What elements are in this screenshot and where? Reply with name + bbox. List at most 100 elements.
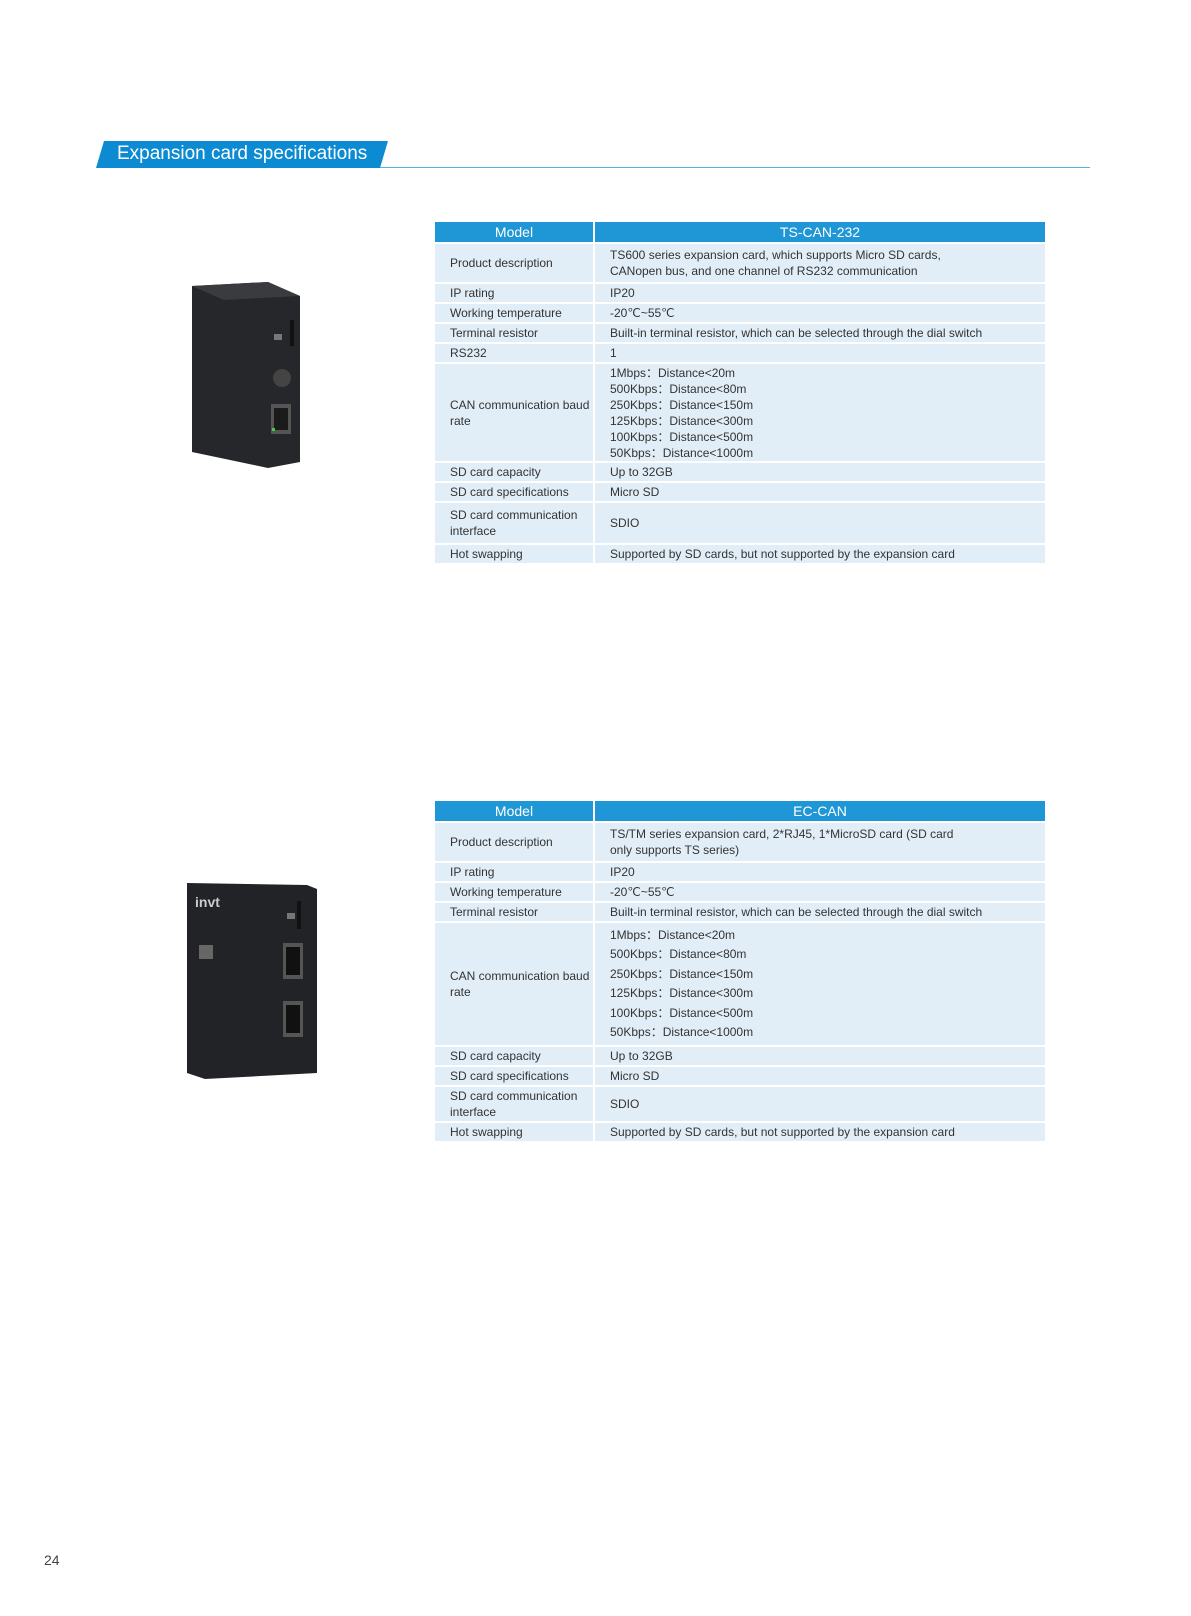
spec-key: Terminal resistor bbox=[435, 324, 595, 342]
spec-key: SD card specifications bbox=[435, 1067, 595, 1085]
spec-key: SD card communication interface bbox=[435, 503, 595, 543]
spec-value-line: 50Kbps：Distance<1000m bbox=[610, 1025, 754, 1039]
spec-value-line: TS600 series expansion card, which suppo… bbox=[610, 248, 941, 262]
spec-value: 1 bbox=[595, 344, 1045, 362]
spec-value-line: 50Kbps：Distance<1000m bbox=[610, 445, 754, 460]
spec-value: SDIO bbox=[595, 503, 1045, 543]
spec-value: IP20 bbox=[595, 284, 1045, 302]
spec-value: SDIO bbox=[595, 1087, 1045, 1121]
table-row: CAN communication baud rate 1Mbps：Distanc… bbox=[435, 923, 1045, 1045]
spec-key: RS232 bbox=[435, 344, 595, 362]
spec-value-line: CANopen bus, and one channel of RS232 co… bbox=[610, 264, 918, 278]
spec-key: Product description bbox=[435, 244, 595, 282]
spec-value-line: 1Mbps：Distance<20m bbox=[610, 927, 736, 942]
spec-value-line: Micro SD bbox=[610, 1069, 660, 1083]
spec-value: Supported by SD cards, but not supported… bbox=[595, 545, 1045, 563]
spec-key: IP rating bbox=[435, 284, 595, 302]
spec-key: SD card capacity bbox=[435, 463, 595, 481]
spec-value-line: 500Kbps：Distance<80m bbox=[610, 381, 747, 396]
spec-key: SD card specifications bbox=[435, 483, 595, 501]
header-model-name: TS-CAN-232 bbox=[595, 222, 1045, 242]
spec-value: Up to 32GB bbox=[595, 463, 1045, 481]
spec-key: CAN communication baud rate bbox=[435, 923, 595, 1045]
spec-value: TS/TM series expansion card, 2*RJ45, 1*M… bbox=[595, 823, 1045, 861]
spec-value-line: Micro SD bbox=[610, 485, 660, 499]
table-row: Product description TS600 series expansio… bbox=[435, 244, 1045, 282]
table-row: IP rating IP20 bbox=[435, 863, 1045, 881]
spec-value: Micro SD bbox=[595, 483, 1045, 501]
table-row: SD card communication interface SDIO bbox=[435, 503, 1045, 543]
spec-value-line: 125Kbps：Distance<300m bbox=[610, 413, 754, 428]
table-row: SD card specifications Micro SD bbox=[435, 483, 1045, 501]
table-row: SD card capacity Up to 32GB bbox=[435, 1047, 1045, 1065]
spec-key: Working temperature bbox=[435, 304, 595, 322]
table-row: Terminal resistor Built-in terminal resis… bbox=[435, 903, 1045, 921]
table-row: SD card communication interface SDIO bbox=[435, 1087, 1045, 1121]
spec-value-line: Supported by SD cards, but not supported… bbox=[610, 547, 955, 561]
spec-key: IP rating bbox=[435, 863, 595, 881]
spec-value: Built-in terminal resistor, which can be… bbox=[595, 324, 1045, 342]
spec-key: SD card capacity bbox=[435, 1047, 595, 1065]
spec-value-line: Supported by SD cards, but not supported… bbox=[610, 1125, 955, 1139]
spec-value: TS600 series expansion card, which suppo… bbox=[595, 244, 1045, 282]
spec-key: SD card communication interface bbox=[435, 1087, 595, 1121]
spec-value-line: IP20 bbox=[610, 865, 635, 879]
spec-value-line: only supports TS series) bbox=[610, 843, 740, 857]
spec-value-line: 1Mbps：Distance<20m bbox=[610, 365, 736, 380]
spec-value: IP20 bbox=[595, 863, 1045, 881]
spec-value: -20℃~55℃ bbox=[595, 304, 1045, 322]
table-row: SD card specifications Micro SD bbox=[435, 1067, 1045, 1085]
spec-key: Hot swapping bbox=[435, 545, 595, 563]
spec-value-line: Built-in terminal resistor, which can be… bbox=[610, 326, 983, 340]
banner-shape bbox=[96, 141, 388, 168]
spec-value-line: 250Kbps：Distance<150m bbox=[610, 397, 754, 412]
spec-value-line: Up to 32GB bbox=[610, 1049, 673, 1063]
spec-value: Up to 32GB bbox=[595, 1047, 1045, 1065]
header-model-name: EC-CAN bbox=[595, 801, 1045, 821]
invt-logo: invt bbox=[195, 894, 220, 910]
table-row: Hot swapping Supported by SD cards, but n… bbox=[435, 545, 1045, 563]
spec-value-line: -20℃~55℃ bbox=[610, 885, 675, 899]
spec-value-line: 500Kbps：Distance<80m bbox=[610, 947, 747, 961]
spec-key: CAN communication baud rate bbox=[435, 364, 595, 461]
spec-value: -20℃~55℃ bbox=[595, 883, 1045, 901]
table-row: Terminal resistor Built-in terminal resis… bbox=[435, 324, 1045, 342]
spec-key: Product description bbox=[435, 823, 595, 861]
spec-value-line: SDIO bbox=[610, 1097, 640, 1111]
spec-key: Hot swapping bbox=[435, 1123, 595, 1141]
section-title: Expansion card specifications bbox=[117, 143, 368, 164]
spec-value-line: TS/TM series expansion card, 2*RJ45, 1*M… bbox=[610, 827, 954, 841]
spec-value-line: 250Kbps：Distance<150m bbox=[610, 966, 754, 981]
page-number: 24 bbox=[44, 1552, 60, 1568]
spec-value-line: 125Kbps：Distance<300m bbox=[610, 986, 754, 1000]
spec-value-line: IP20 bbox=[610, 286, 635, 300]
table-row: SD card capacity Up to 32GB bbox=[435, 463, 1045, 481]
table-row: IP rating IP20 bbox=[435, 284, 1045, 302]
spec-value: Supported by SD cards, but not supported… bbox=[595, 1123, 1045, 1141]
table-row: Working temperature-20℃~55℃ bbox=[435, 304, 1045, 322]
table-row: Hot swapping Supported by SD cards, but n… bbox=[435, 1123, 1045, 1141]
spec-value: Built-in terminal resistor, which can be… bbox=[595, 903, 1045, 921]
spec-key: Terminal resistor bbox=[435, 903, 595, 921]
spec-value-line: SDIO bbox=[610, 516, 640, 530]
ts-can-232-product-image bbox=[192, 282, 300, 468]
header-model-label: Model bbox=[435, 222, 595, 242]
spec-value-line: Built-in terminal resistor, which can be… bbox=[610, 905, 983, 919]
section-banner: Expansion card specifications bbox=[96, 141, 388, 168]
section-divider bbox=[380, 167, 1090, 168]
spec-value-line: Up to 32GB bbox=[610, 465, 673, 479]
table-row: Product description TS/TM series expansio… bbox=[435, 823, 1045, 861]
table-row: Working temperature-20℃~55℃ bbox=[435, 883, 1045, 901]
spec-value-line: 100Kbps：Distance<500m bbox=[610, 1005, 754, 1020]
spec-value-line: 100Kbps：Distance<500m bbox=[610, 429, 754, 444]
header-model-label: Model bbox=[435, 801, 595, 821]
ec-can-product-image: invt bbox=[187, 883, 317, 1079]
